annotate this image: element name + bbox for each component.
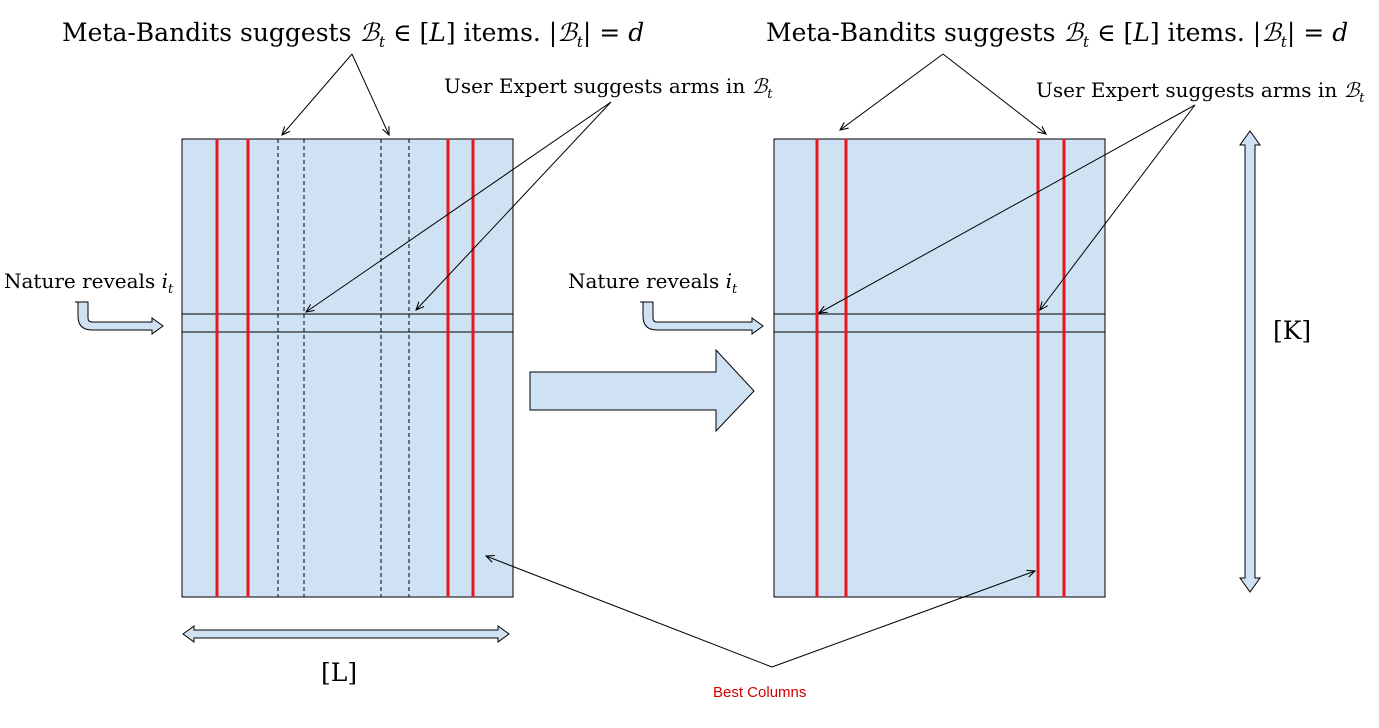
right-nature-arrow <box>640 301 764 335</box>
right-expert-arrow-2 <box>1040 104 1196 310</box>
best-columns-arrow-right <box>771 571 1035 668</box>
best-columns-arrow-left <box>486 556 773 668</box>
transition-arrow <box>529 348 755 433</box>
left-title: Meta-Bandits suggests ℬt ∈ [L] items. |ℬ… <box>62 18 644 51</box>
k-axis-arrow <box>1239 130 1261 593</box>
k-axis-label: [K] <box>1273 316 1311 345</box>
left-expert-label: User Expert suggests arms in ℬt <box>444 74 773 102</box>
right-best-columns <box>815 139 1066 597</box>
left-expert-arrow-1 <box>306 101 612 312</box>
left-nature-label: Nature reveals it <box>4 269 174 297</box>
left-title-arrow-1 <box>282 53 353 135</box>
best-columns-label: Best Columns <box>713 684 806 701</box>
left-suggested-columns <box>277 139 410 597</box>
right-expert-label: User Expert suggests arms in ℬt <box>1036 78 1365 106</box>
left-nature-arrow <box>75 301 164 335</box>
right-title: Meta-Bandits suggests ℬt ∈ [L] items. |ℬ… <box>766 18 1348 51</box>
left-title-arrow-2 <box>351 53 389 135</box>
left-expert-arrow-2 <box>416 101 612 310</box>
left-best-columns <box>215 139 475 597</box>
right-expert-arrow-1 <box>819 104 1196 313</box>
left-matrix <box>181 138 514 598</box>
right-title-arrow-2 <box>942 53 1046 134</box>
l-axis-label: [L] <box>321 658 357 687</box>
left-revealed-row <box>181 313 514 333</box>
right-title-arrow-1 <box>840 53 944 130</box>
l-axis-arrow <box>182 625 510 643</box>
right-matrix <box>773 138 1106 598</box>
right-revealed-row <box>773 313 1106 333</box>
right-nature-label: Nature reveals it <box>568 269 738 297</box>
